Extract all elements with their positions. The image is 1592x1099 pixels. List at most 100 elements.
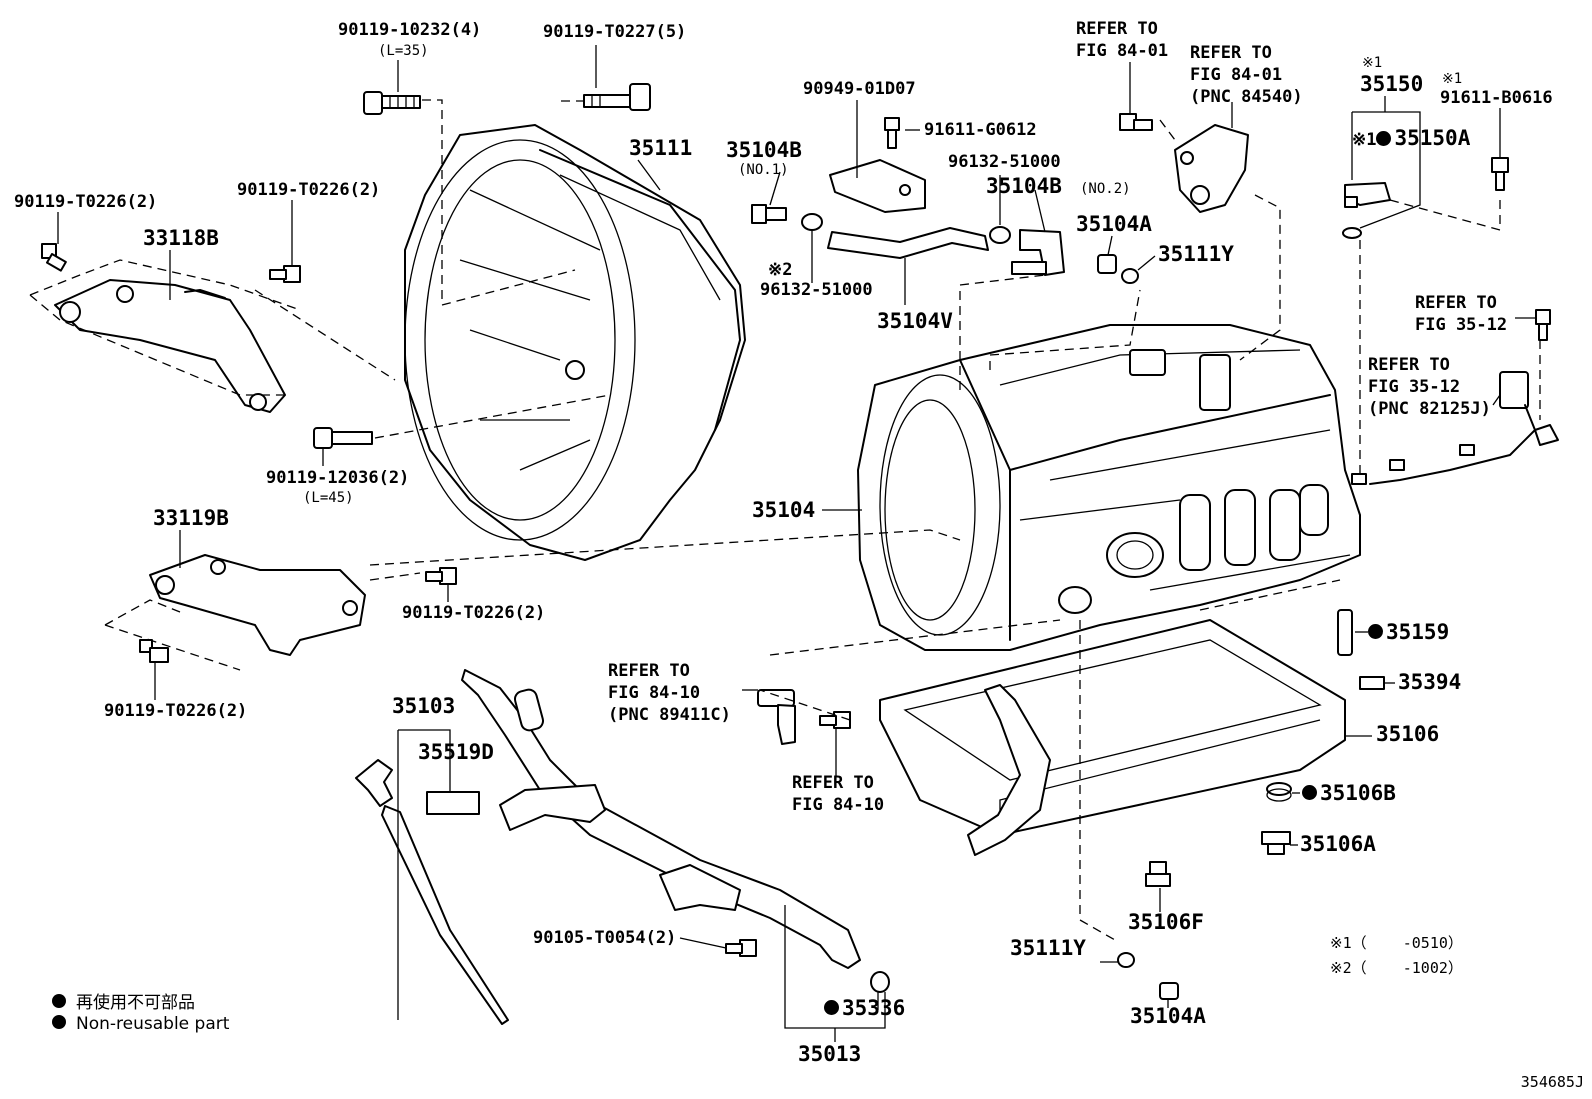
label-35106A: 35106A [1300,832,1376,856]
label-35104B-no1: 35104B [726,138,802,162]
label-90119-T0226-d: 90119-T0226(2) [104,701,248,721]
bracket-33119B [149,554,366,656]
plug-35104B-1 [751,204,787,224]
part-35159: 35159 [1386,620,1450,644]
label-mark1-c: ※1 [1442,71,1463,87]
label-35104B-no2: 35104B [986,174,1062,198]
label-35103: 35103 [392,694,456,718]
bolt-90119-12036 [313,427,373,449]
legend-english: Non-reusable part [52,1014,229,1034]
clip-96132-51000-a [801,213,823,231]
label-35104: 35104 [752,498,816,522]
label-35106: 35106 [1376,722,1440,746]
wire-harness-82125J [1351,371,1559,485]
legend-text-en: Non-reusable part [76,1014,230,1034]
label-length-45: (L=45) [303,490,354,506]
bolt-90119-10232 [363,91,421,115]
label-35106F: 35106F [1128,910,1204,934]
bolt-91611-B0616 [1491,157,1509,191]
label-mark1-a: ※1 [1362,55,1383,71]
legend-dot [52,1015,66,1029]
bolt-refer-35-12 [1535,309,1551,341]
label-mark2: ※2 [768,260,793,280]
oil-pan-35106 [879,619,1346,856]
alignment-lines [29,99,1541,941]
label-91611-B0616: 91611-B0616 [1440,88,1553,108]
label-90119-T0226-b: 90119-T0226(2) [237,180,381,200]
label-35111Y-top: 35111Y [1158,242,1234,266]
label-plate-35519D [426,791,480,815]
oring-35111Y-top [1121,268,1139,284]
legend-dot [52,994,66,1008]
label-35104V: 35104V [877,309,953,333]
legend-japanese: 再使用不可部品 [52,988,195,1013]
gasket-35106B [1266,782,1292,802]
label-35150A: ※1 35150A [1352,128,1470,149]
bolt-35106F [1145,861,1171,887]
label-refer-fig-84-01-a: REFER TO FIG 84-01 [1076,19,1169,61]
label-refer-fig-84-01-b: REFER TO FIG 84-01 (PNC 84540) [1190,43,1303,107]
oring-35111Y-bottom [1117,952,1135,968]
label-90119-T0226-a: 90119-T0226(2) [14,192,158,212]
label-no1: (NO.1) [738,162,789,178]
label-35111: 35111 [629,136,693,160]
transmission-case-35104 [857,324,1361,651]
oring-35150A [1342,227,1362,239]
bolt-90119-T0226-a [41,243,67,272]
label-length-35: (L=35) [378,43,429,59]
label-no2: (NO.2) [1080,181,1131,197]
bolt-refer-84-10 [819,711,851,729]
bolt-91611-G0612 [884,117,900,149]
label-35104A-bottom: 35104A [1130,1004,1206,1028]
bolt-refer-84-01 [1119,113,1153,131]
non-reusable-dot [1368,623,1383,639]
plug-35106A [1261,831,1291,855]
label-35394: 35394 [1398,670,1462,694]
label-90105-T0054: 90105-T0054(2) [533,928,677,948]
label-35336: 35336 [824,998,905,1019]
dipstick-35103 [355,759,509,1025]
label-96132-51000-b: 96132-51000 [948,152,1061,172]
label-refer-fig-35-12-a: REFER TO FIG 35-12 [1415,293,1508,335]
bracket-84540 [1174,124,1249,213]
bolt-90119-T0226-d [139,639,169,663]
bolt-90119-T0226-b [269,265,301,283]
label-35159: 35159 [1368,622,1449,643]
non-reusable-dot [1376,130,1392,146]
plug-35104A-top [1097,254,1117,274]
label-96132-51000-a: 96132-51000 [760,280,873,300]
breather-35104B-2 [1011,229,1065,276]
bracket-90949-01D07 [829,159,926,213]
label-90119-T0226-c: 90119-T0226(2) [402,603,546,623]
bracket-33118B [54,279,286,413]
oring-35336 [870,971,890,993]
label-refer-fig-35-12-b: REFER TO FIG 35-12 (PNC 82125J) [1368,355,1491,419]
plug-35104A-bottom [1159,982,1179,1000]
label-35104A-top: 35104A [1076,212,1152,236]
legend-text-ja: 再使用不可部品 [76,993,195,1013]
non-reusable-dot [824,999,839,1015]
label-33118B: 33118B [143,226,219,250]
label-35111Y-bottom: 35111Y [1010,936,1086,960]
pipe-35159 [1337,609,1353,656]
bolt-90119-T0226-c [425,567,457,585]
bolt-90105-T0054 [725,939,757,957]
label-91611-G0612: 91611-G0612 [924,120,1037,140]
note-mark1-range: ※1（ -0510） [1330,934,1463,952]
part-35336: 35336 [842,996,906,1020]
label-90119-10232: 90119-10232(4) [338,20,482,40]
label-35106B: 35106B [1302,783,1396,804]
label-35013: 35013 [798,1042,862,1066]
dipstick-tube-35013 [461,669,861,969]
leader-lines [57,45,1536,1042]
bellhousing-35111 [404,124,746,561]
label-35150: 35150 [1360,72,1424,96]
clip-96132-51000-b [989,226,1011,244]
label-refer-fig-84-10-a: REFER TO FIG 84-10 (PNC 89411C) [608,661,731,725]
mark1-b: ※1 [1352,130,1377,150]
label-90119-T0227: 90119-T0227(5) [543,22,687,42]
label-90949-01D07: 90949-01D07 [803,79,916,99]
part-35150A: 35150A [1394,126,1471,150]
